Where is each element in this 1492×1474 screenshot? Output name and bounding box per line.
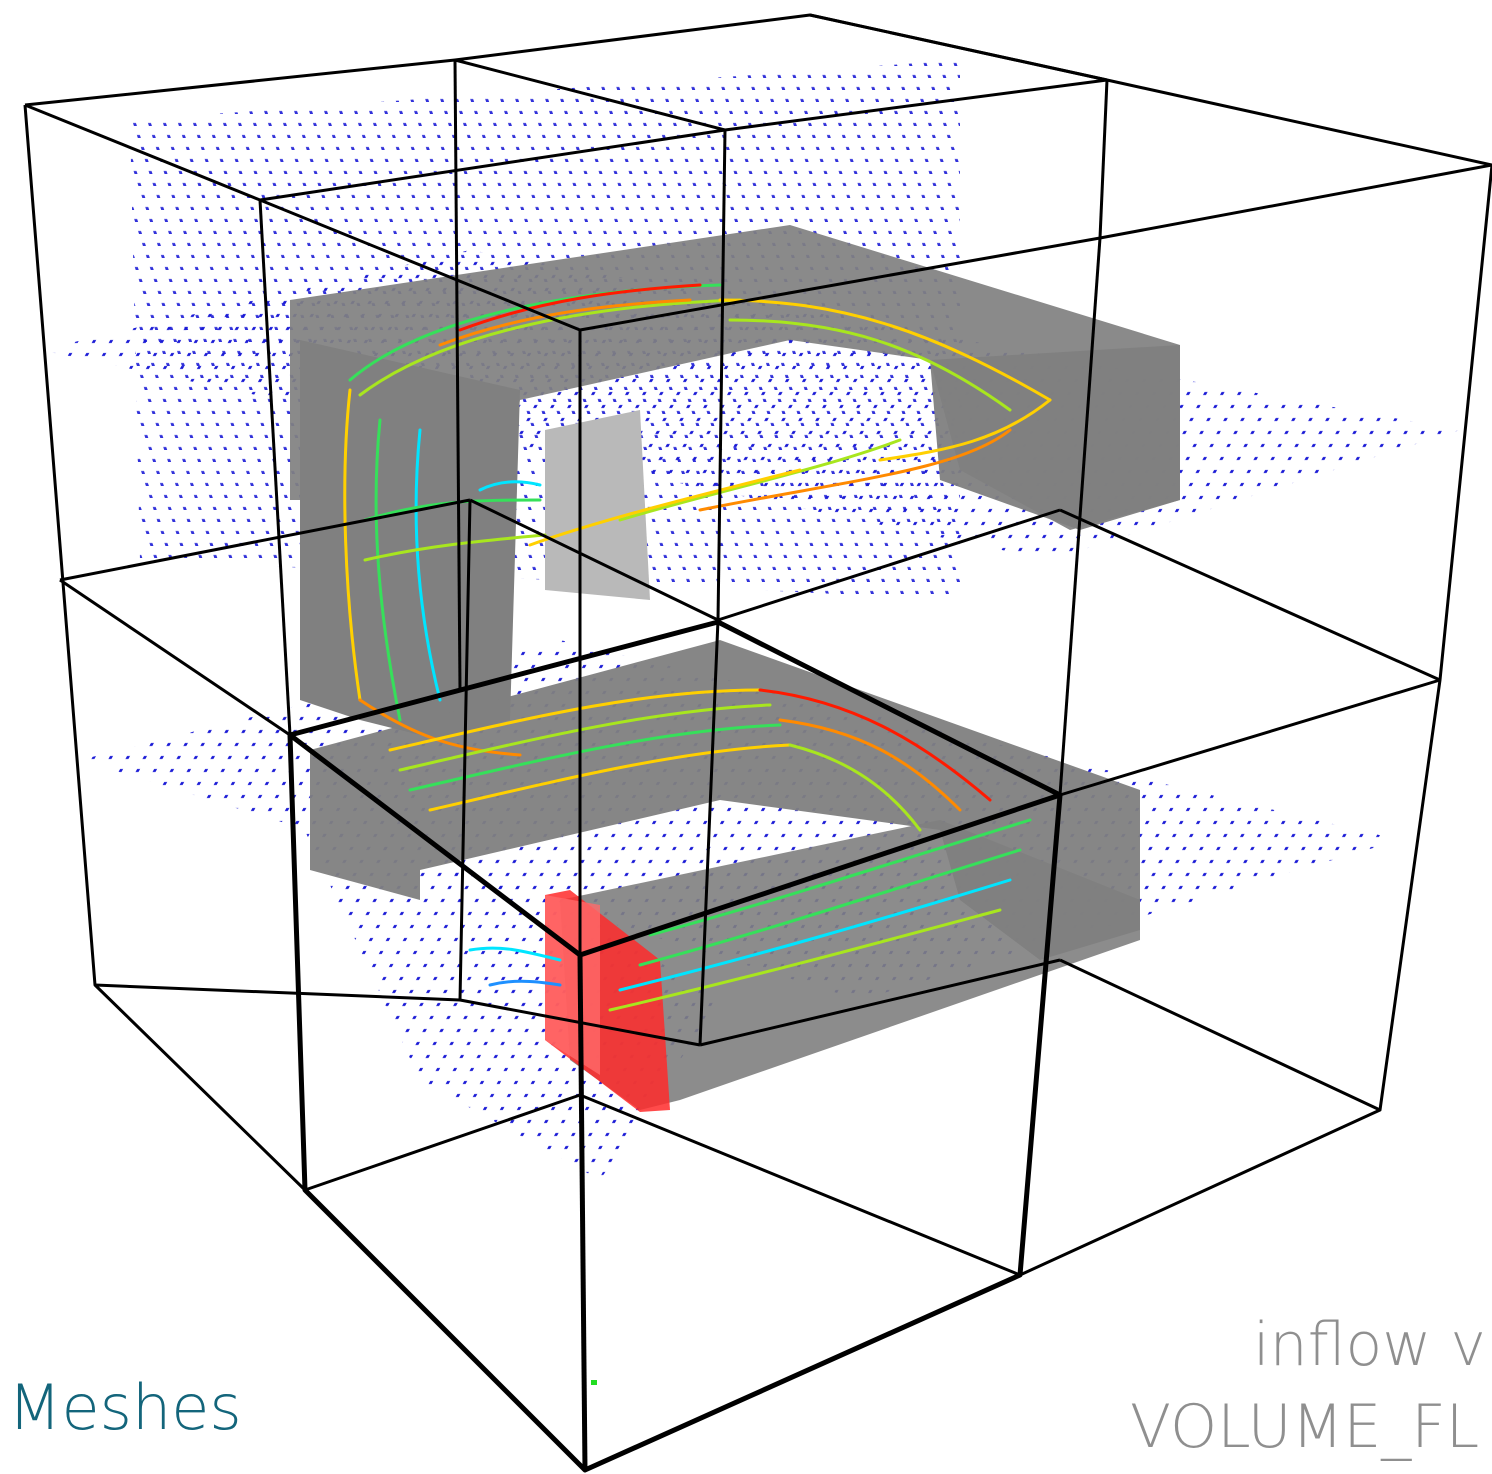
vector-streak [718, 298, 1052, 402]
vector-streak [638, 848, 1022, 967]
obstruction-left-column [300, 340, 520, 740]
vector-streak [468, 946, 562, 962]
obstruction-inner-block [545, 410, 650, 600]
vector-streak [618, 438, 902, 522]
vector-streak [428, 743, 792, 812]
inflow-caption: inflow v [1253, 1310, 1486, 1380]
vector-streak [648, 818, 1032, 937]
vector-streak [528, 468, 802, 547]
inflow-vent [545, 890, 670, 1112]
vector-streak [788, 743, 922, 832]
vector-streak [398, 703, 772, 772]
vector-streak [778, 718, 962, 812]
vector-streak [438, 298, 692, 347]
vector-streak [458, 283, 702, 332]
vector-streak [408, 723, 782, 792]
volume-flow-caption: VOLUME_FL [1130, 1392, 1480, 1462]
vector-streak [343, 388, 362, 702]
vector-streak [414, 428, 442, 702]
vector-streak [608, 908, 1002, 1012]
vector-streak [758, 688, 992, 802]
mesh-outlines [23, 13, 1492, 1473]
mesh-back-layer [24, 13, 1492, 1112]
origin-marker [591, 1380, 597, 1385]
vector-streak [488, 979, 562, 987]
vector-streak [478, 480, 542, 492]
vector-streak [728, 318, 1012, 412]
vector-streak [618, 878, 1012, 992]
velocity-vectors [343, 283, 1052, 1012]
vector-streak [698, 428, 1012, 512]
obstruction-right-arm [930, 345, 1180, 530]
vector-streak [358, 298, 742, 397]
meshes-caption: Meshes [8, 1371, 242, 1444]
mesh-highlight-box [287, 619, 1063, 1473]
vector-streak [878, 398, 1052, 462]
vector-streak [374, 418, 402, 722]
